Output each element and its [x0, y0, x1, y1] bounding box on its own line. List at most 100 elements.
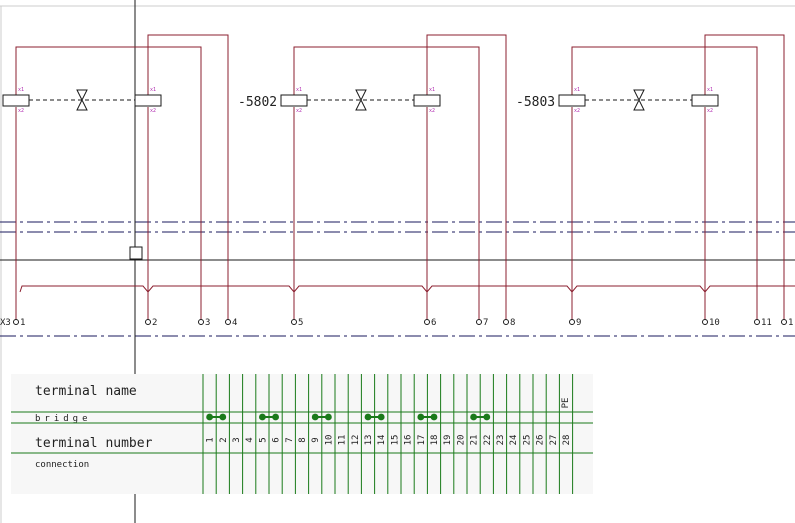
terminal-number: 9 [311, 437, 321, 442]
wire-loop-inner [147, 34, 229, 320]
pin-label: x2 [296, 108, 302, 114]
valve-symbol [76, 89, 88, 111]
bridge-dot [377, 413, 385, 421]
bridge-dot [219, 413, 227, 421]
terminal-connector [476, 319, 482, 325]
terminal-number: 2 [219, 437, 229, 442]
terminal-label: 8 [510, 318, 515, 328]
wire-loop-inner [704, 34, 785, 320]
strip-label-bridge: bridge [35, 414, 92, 424]
terminal-number: 8 [298, 437, 308, 442]
terminal-label: 1 [788, 318, 793, 328]
sheet-background [0, 5, 795, 523]
pin-label: x2 [574, 108, 580, 114]
pin-label: x2 [429, 108, 435, 114]
terminal-connector [13, 319, 19, 325]
terminal-label: 11 [761, 318, 772, 328]
terminal-number: 17 [417, 435, 427, 446]
terminal-connector [198, 319, 204, 325]
terminal-number: 20 [456, 435, 466, 446]
device-layer: x1 x2 x1 x2 x1 x2 x1 x2 -5802 x1 x2 x1 x2 -5803 [2, 87, 719, 114]
terminal-number: 1 [206, 437, 216, 442]
coil-symbol [2, 94, 30, 107]
bridge-dot [483, 413, 491, 421]
terminal-strip-panel: terminal name bridge terminal number con… [11, 374, 593, 494]
wire-loop-outer [15, 46, 202, 320]
terminal-number: 11 [338, 435, 348, 446]
terminal-number: 25 [522, 435, 532, 446]
device-label: -5802 [238, 95, 277, 110]
terminal-number: 15 [390, 435, 400, 446]
pin-label: x1 [707, 87, 713, 93]
terminal-number: 27 [549, 435, 559, 446]
pin-label: x1 [150, 87, 156, 93]
terminal-label: 7 [483, 318, 488, 328]
terminal-number: 5 [258, 437, 268, 442]
coil-symbol [691, 94, 719, 107]
terminal-connector [754, 319, 760, 325]
wire-loop-outer [571, 46, 758, 320]
bridge-dot [364, 413, 372, 421]
pin-label: x1 [296, 87, 302, 93]
pin-label: x1 [18, 87, 24, 93]
bridge-dot [325, 413, 332, 421]
terminal-number: 7 [285, 437, 295, 442]
bridge-dot [206, 413, 214, 421]
terminal-number: 28 [562, 435, 572, 446]
pe-label: PE [561, 398, 571, 409]
device-label: -5803 [516, 95, 555, 110]
terminal-connector [503, 319, 509, 325]
pin-label: x1 [429, 87, 435, 93]
terminal-number: 12 [351, 435, 361, 446]
strip-background [11, 374, 593, 494]
bridge-dot [470, 413, 477, 421]
bridge-dot [417, 413, 425, 421]
terminal-label: 2 [152, 318, 157, 328]
terminal-connector [569, 319, 575, 325]
terminal-label: 3 [205, 318, 210, 328]
coil-symbol [413, 94, 441, 107]
terminal-label: 1 [20, 318, 25, 328]
strip-label-terminal-number: terminal number [35, 436, 153, 451]
terminal-number: 22 [483, 435, 493, 446]
pin-label: x1 [574, 87, 580, 93]
wire-loop-outer [293, 46, 480, 320]
terminal-number: 26 [536, 435, 546, 446]
terminal-number: 14 [377, 435, 387, 446]
terminal-number: 3 [232, 437, 242, 442]
pin-label: x2 [707, 108, 713, 114]
terminal-number: 10 [324, 435, 334, 446]
coil-symbol [134, 94, 162, 107]
terminal-connector [225, 319, 231, 325]
coil-symbol [558, 94, 586, 107]
terminal-number: 6 [272, 437, 282, 442]
connection-wire [19, 285, 795, 293]
pin-label: x2 [18, 108, 24, 114]
terminal-connector [291, 319, 297, 325]
terminal-label: 4 [232, 318, 237, 328]
terminal-strip-name: X3 [0, 318, 11, 328]
bridge-dot [311, 413, 319, 421]
terminal-number: 21 [470, 435, 480, 446]
coil-symbol [280, 94, 308, 107]
terminal-label: 5 [298, 318, 303, 328]
bridge-dot [272, 413, 279, 421]
junction-box [129, 246, 143, 260]
terminal-connector [781, 319, 787, 325]
terminal-number: 18 [430, 435, 440, 446]
terminal-connector [702, 319, 708, 325]
terminal-number: 23 [496, 435, 506, 446]
valve-symbol [633, 89, 645, 111]
pin-label: x2 [150, 108, 156, 114]
terminal-label: 10 [709, 318, 720, 328]
terminal-label: 9 [576, 318, 581, 328]
terminal-number: 16 [404, 435, 414, 446]
bridge-dot [430, 413, 438, 421]
strip-label-connection: connection [35, 460, 89, 470]
strip-label-terminal-name: terminal name [35, 384, 137, 399]
terminal-label: 6 [431, 318, 436, 328]
wire-loop-inner [426, 34, 507, 320]
